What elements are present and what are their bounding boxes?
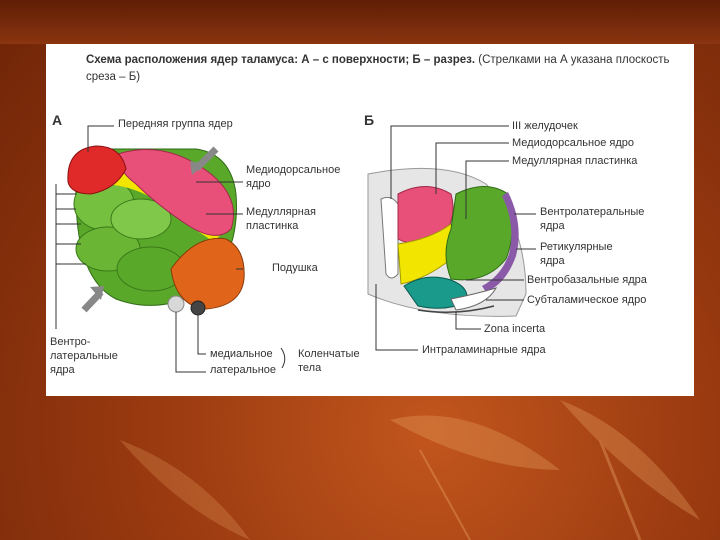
label-lateral-geniculate: латеральное	[210, 364, 277, 376]
label-ventrolateral-3: ядра	[50, 364, 75, 376]
slide-top-band	[0, 0, 720, 44]
label-medullary-2: пластинка	[246, 220, 299, 232]
label-ventrolateral-2: латеральные	[50, 350, 118, 362]
panel-a-leader-lines	[55, 125, 286, 373]
panel-b-leader-lines	[375, 125, 536, 351]
label-intralaminar: Интраламинарные ядра	[422, 344, 546, 356]
panel-a-letter: А	[52, 112, 63, 128]
label-mediodorsal-b: Медиодорсальное ядро	[512, 137, 634, 149]
thalamus-section-figure	[367, 167, 527, 317]
label-anterior-group: Передняя группа ядер	[118, 118, 233, 130]
panel-b-letter: Б	[364, 112, 375, 128]
label-ventrolateral-b-1: Вентролатеральные	[540, 206, 645, 218]
label-medullary-1: Медуллярная	[246, 206, 316, 218]
label-geniculate-1: Коленчатые	[298, 348, 360, 360]
figure-panel: Схема расположения ядер таламуса: А – с …	[46, 44, 694, 396]
thalamus-surface-figure	[67, 145, 245, 316]
label-mediodorsal-2: ядро	[246, 178, 271, 190]
caption-normal: (Стрелками на А указана плоскость среза …	[86, 54, 670, 83]
label-ventrolateral-b-2: ядра	[540, 220, 565, 232]
label-medullary-b: Медуллярная пластинка	[512, 155, 638, 167]
label-pulvinar: Подушка	[272, 262, 318, 274]
caption-bold: Схема расположения ядер таламуса: А – с …	[86, 54, 476, 66]
label-subthalamic: Субталамическое ядро	[527, 294, 647, 306]
label-medial-geniculate: медиальное	[210, 348, 273, 360]
figure-caption: Схема расположения ядер таламуса: А – с …	[86, 52, 686, 86]
label-third-ventricle: III желудочек	[512, 120, 578, 132]
label-mediodorsal-1: Медиодорсальное	[246, 164, 341, 176]
label-ventrobasal: Вентробазальные ядра	[527, 274, 647, 286]
label-zona-incerta: Zona incerta	[484, 323, 546, 335]
label-geniculate-2: тела	[298, 362, 322, 374]
label-ventrolateral-1: Вентро-	[50, 336, 91, 348]
thalamus-illustration	[55, 125, 536, 373]
label-reticular-2: ядра	[540, 255, 565, 267]
label-reticular-1: Ретикулярные	[540, 241, 613, 253]
